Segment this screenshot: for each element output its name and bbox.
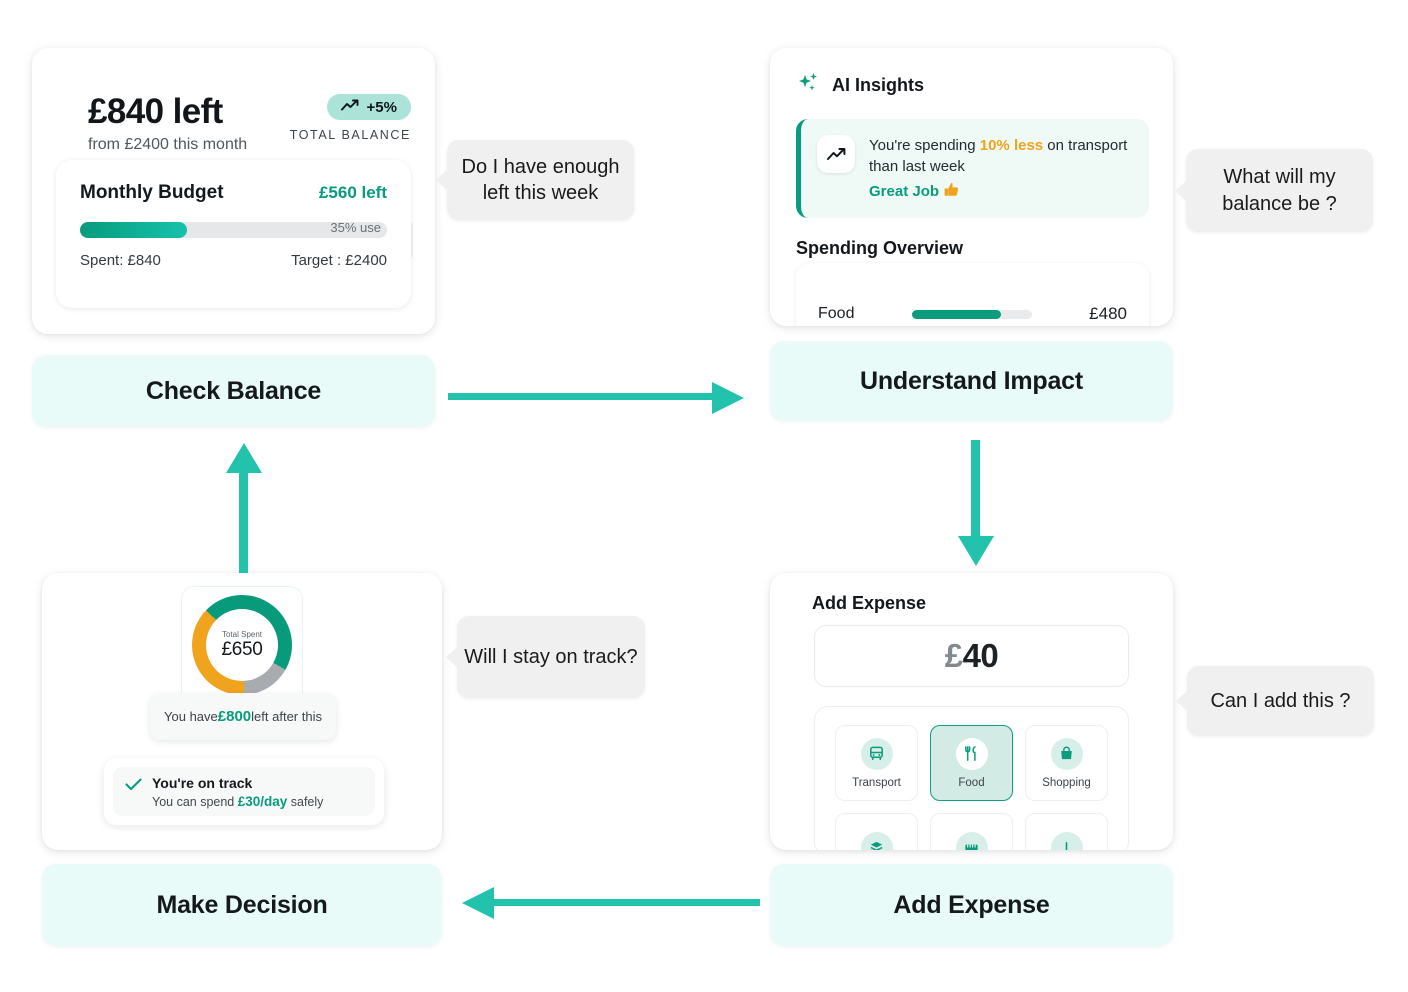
- flow-step-add-expense[interactable]: Add Expense: [770, 864, 1173, 946]
- spending-row: Food £480: [796, 263, 1149, 326]
- insight-text-prefix: You're spending: [869, 137, 980, 154]
- balance-amount: £840 left: [88, 92, 223, 131]
- arrow-make-decision-to-check-balance: [226, 443, 262, 573]
- flow-step-label: Check Balance: [145, 376, 322, 405]
- category-picker: Transport Food Shopping: [814, 706, 1129, 850]
- amount-input[interactable]: £40: [814, 625, 1129, 687]
- trend-badge: +5%: [326, 94, 411, 120]
- category-option-food[interactable]: Food: [930, 725, 1013, 801]
- trending-up-icon: [817, 135, 855, 173]
- on-track-sub-amount: £30/day: [237, 794, 288, 809]
- ai-insight-text: You're spending 10% less on transport th…: [869, 135, 1135, 202]
- bubble-text: Can I add this ?: [1210, 689, 1351, 712]
- ai-insights-card: AI Insights You're spending 10% less on …: [770, 48, 1173, 326]
- balance-card: £840 left from £2400 this month +5% TOTA…: [32, 48, 435, 334]
- balance-subtitle: from £2400 this month: [88, 136, 248, 153]
- flow-step-make-decision[interactable]: Make Decision: [42, 864, 442, 946]
- on-track-sub-suffix: safely: [287, 795, 324, 809]
- spending-category: Food: [818, 305, 855, 322]
- budget-progress-fill: [80, 222, 188, 238]
- budget-progress-label: 35% use: [330, 220, 381, 235]
- flow-step-label: Add Expense: [893, 890, 1050, 919]
- trend-percent: +5%: [366, 98, 397, 116]
- flow-step-understand-impact[interactable]: Understand Impact: [770, 341, 1173, 421]
- speech-bubble-understand-impact: What will my balance be ?: [1175, 149, 1373, 232]
- sparkle-icon: [796, 70, 822, 101]
- flow-step-label: Make Decision: [156, 890, 328, 919]
- category-label: Transport: [852, 776, 901, 789]
- speech-bubble-check-balance: Do I have enough left this week: [436, 140, 634, 220]
- budget-spent: Spent: £840: [80, 252, 161, 269]
- flow-step-check-balance[interactable]: Check Balance: [32, 355, 435, 427]
- arrow-check-balance-to-understand-impact: [448, 380, 748, 416]
- bus-icon: [860, 737, 893, 770]
- trending-up-icon: [340, 98, 359, 116]
- on-track-banner: You're on track You can spend £30/day sa…: [104, 758, 384, 825]
- donut-chart-panel: Total Spent £650: [171, 574, 313, 716]
- arrow-understand-impact-to-add-expense: [958, 440, 994, 570]
- currency-symbol: £: [944, 637, 963, 674]
- on-track-sub-prefix: You can spend: [152, 795, 238, 809]
- donut-center: Total Spent £650: [206, 609, 278, 681]
- amount-value: £40: [945, 637, 999, 675]
- cutlery-icon: [955, 737, 988, 770]
- category-option-5[interactable]: [930, 813, 1013, 850]
- check-icon: [125, 778, 142, 796]
- layers-icon: [860, 831, 893, 850]
- budget-remaining: £560 left: [318, 183, 387, 202]
- arrow-add-expense-to-make-decision: [462, 885, 762, 923]
- left-after-tooltip: You have £800 left after this: [150, 693, 336, 740]
- insight-highlight: 10% less: [979, 137, 1044, 154]
- ai-insights-title: AI Insights: [832, 75, 925, 95]
- category-option-transport[interactable]: Transport: [835, 725, 918, 801]
- bubble-text: What will my balance be ?: [1222, 166, 1337, 215]
- budget-progress-bar: 35% use: [80, 220, 387, 238]
- amount-number: 40: [962, 637, 999, 674]
- budget-title: Monthly Budget: [80, 182, 224, 203]
- total-balance-label: TOTAL BALANCE: [289, 128, 411, 142]
- thumbs-up-icon: [943, 182, 961, 203]
- bubble-text: Do I have enough left this week: [461, 155, 620, 204]
- spending-value: £480: [1089, 304, 1127, 323]
- insight-cta: Great Job: [869, 182, 940, 200]
- on-track-title: You're on track: [152, 775, 253, 791]
- ai-insight-item: You're spending 10% less on transport th…: [796, 119, 1149, 218]
- add-expense-card: Add Expense £40 Transport Food: [770, 573, 1173, 850]
- speech-bubble-add-expense: Can I add this ?: [1176, 666, 1374, 736]
- add-expense-title: Add Expense: [812, 593, 927, 613]
- monthly-budget-panel: Monthly Budget £560 left 35% use Spent: …: [56, 160, 411, 308]
- on-track-card: Total Spent £650 You have £800 left afte…: [42, 573, 442, 850]
- bag-icon: [1050, 737, 1083, 770]
- ruler-icon: [955, 831, 988, 850]
- tooltip-amount: £800: [217, 708, 252, 725]
- spending-progress-bar: [911, 309, 1032, 319]
- plus-icon: [1050, 831, 1083, 850]
- donut-value: £650: [221, 638, 263, 660]
- on-track-subtitle: You can spend £30/day safely: [152, 794, 323, 809]
- category-option-shopping[interactable]: Shopping: [1025, 725, 1108, 801]
- budget-target: Target : £2400: [291, 252, 387, 269]
- category-label: Food: [958, 776, 985, 789]
- category-option-4[interactable]: [835, 813, 918, 850]
- tooltip-prefix: You have: [164, 709, 218, 724]
- flow-step-label: Understand Impact: [859, 366, 1084, 395]
- donut-caption: Total Spent: [221, 629, 263, 639]
- spending-overview-title: Spending Overview: [796, 237, 964, 258]
- tooltip-suffix: left after this: [251, 709, 322, 724]
- category-option-6[interactable]: [1025, 813, 1108, 850]
- spending-progress-fill: [911, 309, 1001, 319]
- speech-bubble-make-decision: Will I stay on track?: [446, 616, 645, 698]
- insight-text-suffix: on transport than last week: [869, 137, 1128, 176]
- category-label: Shopping: [1042, 776, 1091, 789]
- bubble-text: Will I stay on track?: [464, 645, 638, 668]
